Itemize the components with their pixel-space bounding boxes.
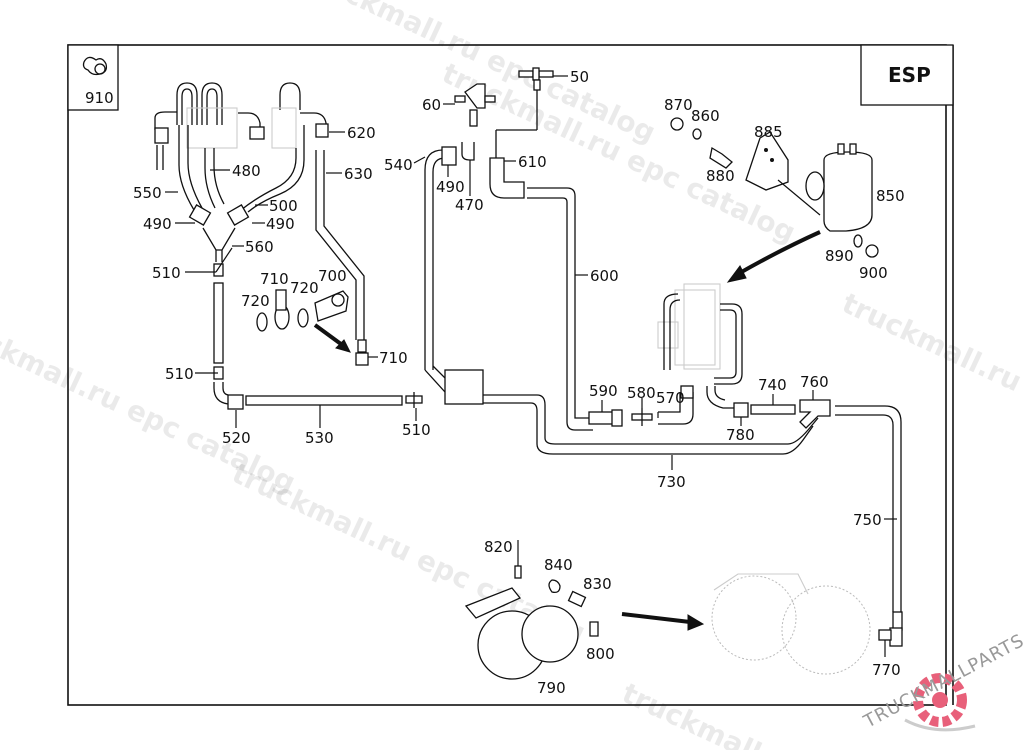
label-510[interactable]: 510	[402, 421, 431, 439]
label-710[interactable]: 710	[260, 270, 289, 288]
truckmallparts-logo: TRUCKMALLPARTS	[860, 630, 1024, 733]
esp-badge	[860, 44, 954, 106]
label-580[interactable]: 580	[627, 384, 656, 402]
label-860[interactable]: 860	[691, 107, 720, 125]
label-490[interactable]: 490	[143, 215, 172, 233]
watermark-text: truckmall.ru epc catalog	[437, 56, 801, 249]
reservoir-790	[464, 540, 599, 680]
label-885[interactable]: 885	[754, 123, 783, 141]
arrow-icon	[726, 230, 821, 283]
left-hose-cluster	[154, 82, 423, 410]
label-890[interactable]: 890	[825, 247, 854, 265]
diagram-frame	[67, 44, 947, 706]
label-760[interactable]: 760	[800, 373, 829, 391]
label-600[interactable]: 600	[590, 267, 619, 285]
label-60[interactable]: 60	[422, 96, 441, 114]
label-490[interactable]: 490	[436, 178, 465, 196]
label-490[interactable]: 490	[266, 215, 295, 233]
gear-icon	[913, 673, 967, 727]
label-720[interactable]: 720	[290, 279, 319, 297]
reservoir-ghost	[711, 573, 871, 675]
label-700[interactable]: 700	[318, 267, 347, 285]
clip-icon	[82, 56, 108, 76]
pump-ghost	[657, 283, 743, 385]
label-550[interactable]: 550	[133, 184, 162, 202]
label-510[interactable]: 510	[152, 264, 181, 282]
label-710[interactable]: 710	[379, 349, 408, 367]
label-730[interactable]: 730	[657, 473, 686, 491]
label-820[interactable]: 820	[484, 538, 513, 556]
esp-badge-text: ESP	[888, 63, 931, 87]
label-870[interactable]: 870	[664, 96, 693, 114]
label-480[interactable]: 480	[232, 162, 261, 180]
label-470[interactable]: 470	[455, 196, 484, 214]
label-720[interactable]: 720	[241, 292, 270, 310]
watermark-text: truckmall.ru epc catalog	[837, 286, 1024, 479]
arrow-icon	[313, 323, 351, 353]
banjo-fitting-group	[256, 289, 349, 332]
inset-label: 910	[85, 89, 114, 107]
label-830[interactable]: 830	[583, 575, 612, 593]
right-hose-group	[706, 386, 903, 647]
arrow-icon	[621, 612, 705, 631]
label-750[interactable]: 750	[853, 511, 882, 529]
label-790[interactable]: 790	[537, 679, 566, 697]
label-560[interactable]: 560	[245, 238, 274, 256]
label-630[interactable]: 630	[344, 165, 373, 183]
label-840[interactable]: 840	[544, 556, 573, 574]
part-labels: 620 480 630 550 500 490 490 560 510 710 …	[133, 68, 905, 697]
label-770[interactable]: 770	[872, 661, 901, 679]
label-530[interactable]: 530	[305, 429, 334, 447]
label-740[interactable]: 740	[758, 376, 787, 394]
label-610[interactable]: 610	[518, 153, 547, 171]
pump-850	[670, 117, 879, 258]
center-hose-group	[424, 67, 819, 455]
label-880[interactable]: 880	[706, 167, 735, 185]
label-900[interactable]: 900	[859, 264, 888, 282]
label-590[interactable]: 590	[589, 382, 618, 400]
label-500[interactable]: 500	[269, 197, 298, 215]
label-780[interactable]: 780	[726, 426, 755, 444]
inset-box	[67, 44, 119, 111]
label-520[interactable]: 520	[222, 429, 251, 447]
label-570[interactable]: 570	[656, 389, 685, 407]
label-50[interactable]: 50	[570, 68, 589, 86]
label-510[interactable]: 510	[165, 365, 194, 383]
label-850[interactable]: 850	[876, 187, 905, 205]
label-620[interactable]: 620	[347, 124, 376, 142]
leader-lines	[165, 75, 897, 657]
label-540[interactable]: 540	[384, 156, 413, 174]
label-800[interactable]: 800	[586, 645, 615, 663]
